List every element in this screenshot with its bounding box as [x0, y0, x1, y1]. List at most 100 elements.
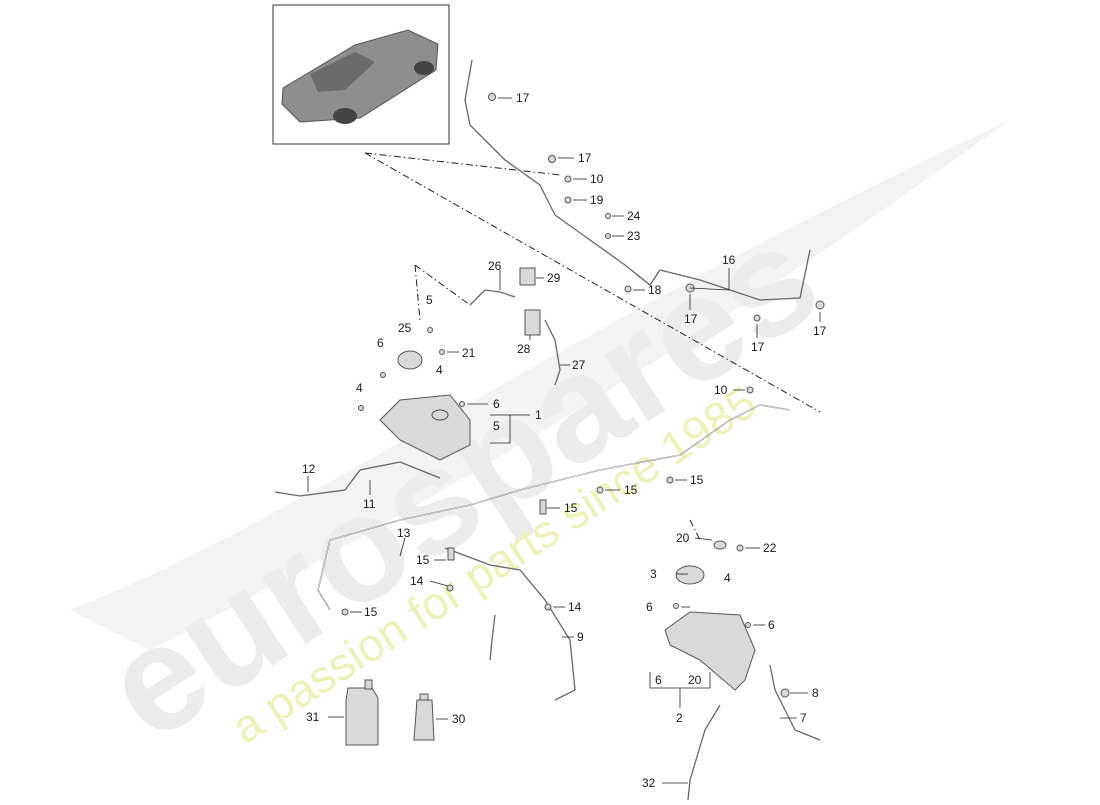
callout-17: 17 — [751, 340, 765, 354]
callout-17: 17 — [684, 312, 698, 326]
reservoir-2 — [664, 611, 756, 691]
clip-29 — [519, 267, 536, 286]
callout-15: 15 — [564, 501, 578, 515]
callout-7: 7 — [800, 711, 807, 725]
fitting-5a — [427, 327, 433, 333]
fitting-10b — [746, 386, 754, 394]
ref-line-top — [364, 152, 561, 176]
car-engine-cover — [310, 52, 375, 92]
callout-5: 5 — [426, 293, 433, 307]
fitting-6b — [459, 401, 465, 407]
car-wheel-rear — [333, 108, 357, 124]
callout-8: 8 — [812, 686, 819, 700]
fittings — [341, 93, 825, 698]
fitting-21 — [439, 349, 445, 355]
fitting-23 — [605, 233, 611, 239]
callout-20: 20 — [688, 673, 702, 687]
fitting-15d — [447, 547, 455, 561]
callout-22: 22 — [763, 541, 777, 555]
fitting-17d — [753, 314, 761, 322]
pipe-7 — [769, 664, 821, 741]
reservoir-lower — [664, 540, 756, 691]
callout-6: 6 — [377, 336, 384, 350]
bottle-30 — [413, 699, 435, 741]
callout-15: 15 — [416, 553, 430, 567]
callout-20: 20 — [676, 531, 690, 545]
watermark-swoosh — [70, 120, 1010, 650]
callout-4: 4 — [436, 363, 443, 377]
callout-11: 11 — [363, 497, 376, 511]
callout-17: 17 — [578, 151, 592, 165]
callout-24: 24 — [627, 209, 641, 223]
callout-32: 32 — [642, 776, 656, 790]
pipes — [274, 59, 821, 801]
callout-28: 28 — [517, 342, 531, 356]
reservoir-1 — [379, 394, 471, 461]
pipe-27 — [544, 319, 561, 386]
callout-14: 14 — [410, 574, 424, 588]
fitting-15a — [596, 486, 604, 494]
car-thumbnail — [272, 4, 450, 145]
fitting-24 — [605, 213, 611, 219]
callout-19: 19 — [590, 193, 604, 207]
fitting-6a — [380, 372, 386, 378]
fluid-bottles — [345, 679, 435, 746]
filter-28 — [524, 309, 541, 336]
fitting-17b — [548, 155, 556, 163]
callout-31: 31 — [306, 710, 320, 724]
callout-15: 15 — [690, 473, 704, 487]
pipe-26 — [469, 289, 516, 306]
reservoir-upper — [379, 267, 541, 461]
fitting-6d — [745, 622, 751, 628]
callout-17: 17 — [813, 324, 827, 338]
reservoir-cap-3 — [675, 565, 705, 585]
callout-29: 29 — [547, 271, 561, 285]
fitting-8 — [780, 688, 790, 698]
ref-line-reservoir-2 — [414, 264, 421, 321]
fitting-22 — [736, 544, 744, 552]
callout-1: 1 — [535, 408, 542, 422]
fitting-15e — [341, 608, 349, 616]
fitting-6c — [673, 603, 679, 609]
callout-27: 27 — [572, 358, 586, 372]
callout-10: 10 — [590, 172, 604, 186]
ref-line-reservoir — [414, 264, 471, 306]
callout-labels: 17 17 10 19 24 23 26 29 18 16 17 17 17 5… — [302, 91, 827, 790]
fitting-14a — [446, 584, 454, 592]
callout-30: 30 — [452, 712, 466, 726]
ref-line-main — [364, 152, 821, 413]
callout-18: 18 — [648, 283, 662, 297]
callout-16: 16 — [722, 253, 736, 267]
reservoir-cap-25 — [397, 350, 423, 370]
reservoir-neck — [431, 409, 449, 421]
fitting-17e — [815, 300, 825, 310]
fitting-15b — [666, 476, 674, 484]
pipe-9b — [489, 614, 496, 661]
bottle-31 — [345, 687, 379, 746]
pipe-front — [464, 59, 811, 301]
pipe-12 — [274, 461, 441, 497]
fitting-4a — [358, 405, 364, 411]
ref-line-lower — [689, 519, 701, 541]
callout-3: 3 — [650, 567, 657, 581]
callout-9: 9 — [577, 630, 584, 644]
callout-15: 15 — [364, 605, 378, 619]
fitting-15c — [539, 499, 547, 515]
callout-6: 6 — [646, 600, 653, 614]
callout-13: 13 — [397, 526, 411, 540]
callout-26: 26 — [488, 259, 502, 273]
callout-12: 12 — [302, 462, 316, 476]
watermark: eurospares a passion for parts since 198… — [70, 120, 1010, 772]
callout-2: 2 — [676, 711, 683, 725]
callout-25: 25 — [398, 321, 412, 335]
pipe-32 — [687, 704, 721, 801]
car-wheel-front — [414, 61, 434, 75]
callout-5: 5 — [493, 419, 500, 433]
fitting-19 — [564, 196, 572, 204]
sensor-20 — [713, 540, 727, 550]
pipe-main-highlight — [317, 404, 791, 611]
callout-21: 21 — [462, 346, 476, 360]
fitting-10a — [564, 175, 572, 183]
